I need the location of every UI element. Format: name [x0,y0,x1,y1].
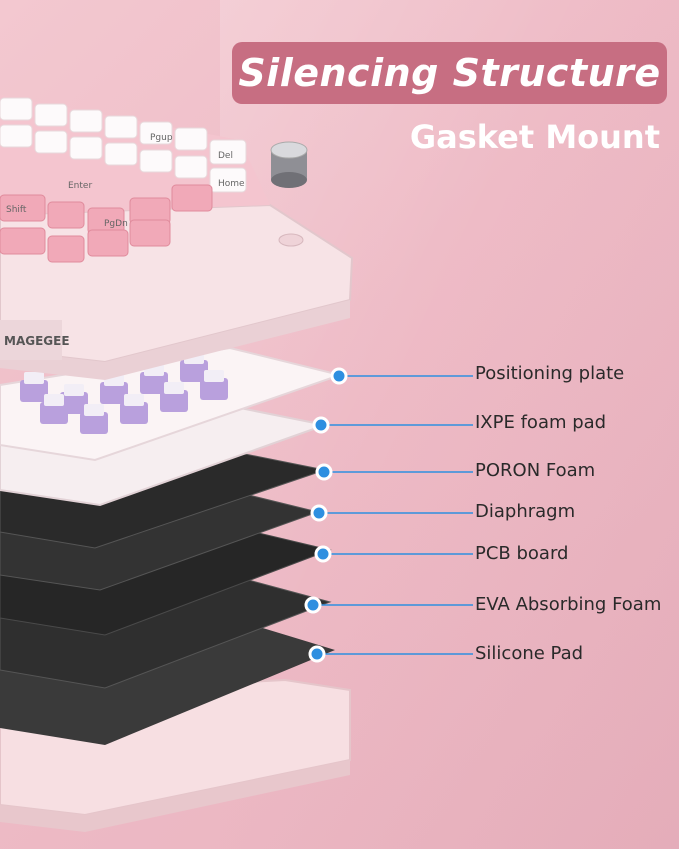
callout-dot-positioning-plate [330,367,348,385]
callout-lines [313,375,473,655]
keycap-legend-home: Home [218,179,245,189]
top-case-and-keycaps: MAGEGEE [0,95,354,380]
callout-dot-poron [315,463,333,481]
layer-label-ixpe-foam-pad: IXPE foam pad [475,412,607,433]
keycap-legend-enter: Enter [68,181,92,191]
keycap-legend-pgdn: PgDn [104,219,128,229]
keycap-legend-del: Del [218,151,233,161]
brand-text: MAGEGEE [4,334,70,348]
keycap-legend-pgup: Pgup [150,133,173,143]
callout-dots [304,367,348,663]
callout-dot-ixpe [312,416,330,434]
callout-dot-diaphragm [310,504,328,522]
layer-label-positioning-plate: Positioning plate [475,363,625,384]
layer-label-silicone-pad: Silicone Pad [475,643,584,664]
page-subtitle: Gasket Mount [409,118,660,156]
keycap-legend-shift: Shift [6,205,27,215]
volume-knob-icon [270,141,308,188]
page-title: Silencing Structure [238,51,661,95]
layer-label-diaphragm: Diaphragm [475,501,576,522]
callout-dot-silicone [308,645,326,663]
layer-label-eva-absorbing-foam: EVA Absorbing Foam [475,594,662,615]
layer-label-pcb-board: PCB board [475,543,569,564]
title-banner [232,42,667,104]
layer-label-poron-foam: PORON Foam [475,460,596,481]
callout-dot-pcb [314,545,332,563]
callout-dot-eva [304,596,322,614]
